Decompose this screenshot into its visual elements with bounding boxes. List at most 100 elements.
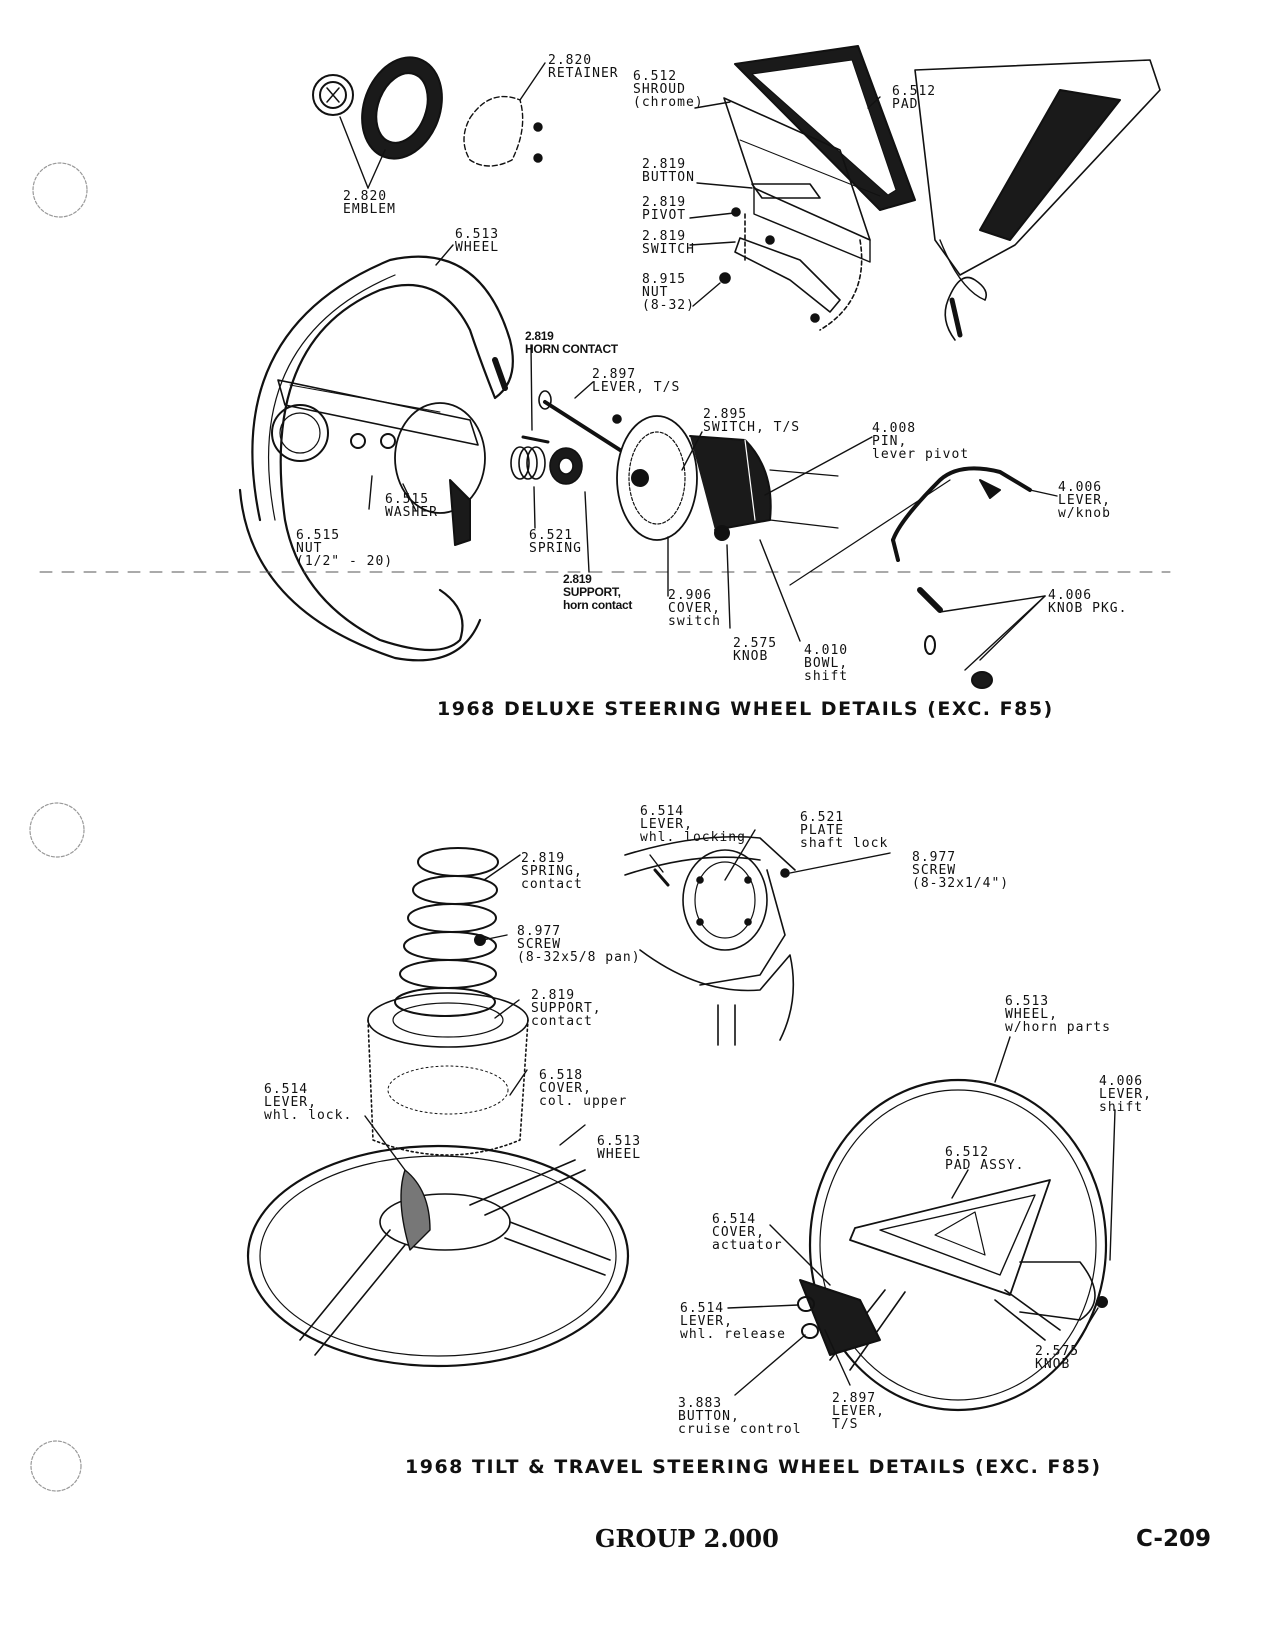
callout-line: NUT <box>296 541 323 556</box>
callout-line: whl. locking <box>640 830 746 845</box>
callout-line: 2.819 <box>642 157 687 172</box>
callout-line: 2.819 <box>642 229 687 244</box>
callout-line: SHROUD <box>633 82 686 97</box>
callout-line: col. upper <box>539 1094 628 1109</box>
callout-line: 4.010 <box>804 643 849 658</box>
callout-line: COVER, <box>712 1225 765 1240</box>
deluxe-wheel-drawing <box>238 255 514 662</box>
callout-line: 6.514 <box>640 804 685 819</box>
page-number: C-209 <box>1136 1526 1211 1552</box>
callout-line: 2.575 <box>733 636 778 651</box>
callout-line: 2.895 <box>703 407 748 422</box>
callout-line: 8.977 <box>912 850 957 865</box>
callout-line: 2.897 <box>832 1391 877 1406</box>
callout-line: KNOB PKG. <box>1048 601 1128 616</box>
shift-bowl-drawing <box>616 415 839 541</box>
callout-line: WASHER <box>385 505 438 520</box>
callout-line: 6.515 <box>385 492 430 507</box>
callout-line: 6.514 <box>680 1301 725 1316</box>
callout-line: whl. lock. <box>264 1108 353 1123</box>
emblem-ring-drawing <box>361 56 443 160</box>
callout-line: LEVER, <box>264 1095 317 1110</box>
callout-line: LEVER, <box>832 1404 885 1419</box>
callout-line: HORN CONTACT <box>525 342 618 356</box>
callout-line: 6.512 <box>945 1145 990 1160</box>
callout-line: 4.006 <box>1099 1074 1144 1089</box>
retainer-drawing <box>463 95 543 167</box>
callout-line: 6.514 <box>264 1082 309 1097</box>
lock-plate-inset-drawing <box>624 836 796 1046</box>
shift-lever-drawing <box>891 466 1032 689</box>
callout-line: 2.575 <box>1035 1344 1080 1359</box>
callout-line: 2.820 <box>343 189 388 204</box>
callout-line: SPRING <box>529 541 582 556</box>
turn-signal-lever-drawing <box>538 390 622 452</box>
callout-line: 2.819 <box>525 329 554 343</box>
callout-line: 4.006 <box>1048 588 1093 603</box>
callout-line: SCREW <box>517 937 562 952</box>
callout-line: LEVER, <box>1099 1087 1152 1102</box>
callout-line: SCREW <box>912 863 957 878</box>
callout-line: SWITCH, T/S <box>703 420 801 435</box>
callout-line: 6.512 <box>892 84 937 99</box>
emblem-drawing <box>312 74 354 116</box>
group-number: GROUP 2.000 <box>595 1524 779 1553</box>
callout-line: w/horn parts <box>1005 1020 1111 1035</box>
callout-line: 6.513 <box>455 227 500 242</box>
top-figure-caption: 1968 DELUXE STEERING WHEEL DETAILS (EXC.… <box>437 698 1054 720</box>
callout-line: 6.514 <box>712 1212 757 1227</box>
callout-line: 4.006 <box>1058 480 1103 495</box>
callout-line: WHEEL <box>455 240 500 255</box>
callout-line: w/knob <box>1058 506 1111 521</box>
callout-line: 6.521 <box>529 528 574 543</box>
callout-line: COVER, <box>539 1081 592 1096</box>
callout-line: KNOB <box>1035 1357 1071 1372</box>
callout-line: 6.518 <box>539 1068 584 1083</box>
callout-line: actuator <box>712 1238 783 1253</box>
horn-wheel-drawing <box>797 1078 1108 1412</box>
callout-line: shaft lock <box>800 836 889 851</box>
horn-contact-drawing <box>510 435 583 485</box>
callout-line: LEVER, <box>640 817 693 832</box>
bottom-figure-caption: 1968 TILT & TRAVEL STEERING WHEEL DETAIL… <box>405 1456 1102 1478</box>
callout-line: (8-32x1/4") <box>912 876 1010 891</box>
callout-line: PAD ASSY. <box>945 1158 1025 1173</box>
callout-line: 2.906 <box>668 588 713 603</box>
callout-line: PIN, <box>872 434 908 449</box>
callout-line: (chrome) <box>633 95 704 110</box>
callout-line: LEVER, T/S <box>592 380 681 395</box>
callout-line: SPRING, <box>521 864 583 879</box>
callout-line: PAD <box>892 97 919 112</box>
callout-line: 2.819 <box>521 851 566 866</box>
callout-line: 6.512 <box>633 69 678 84</box>
callout-line: contact <box>531 1014 593 1029</box>
callout-line: 8.977 <box>517 924 562 939</box>
callout-line: contact <box>521 877 583 892</box>
callout-line: (8-32x5/8 pan) <box>517 950 641 965</box>
callout-line: 4.008 <box>872 421 917 436</box>
callout-line: whl. release <box>680 1327 786 1342</box>
